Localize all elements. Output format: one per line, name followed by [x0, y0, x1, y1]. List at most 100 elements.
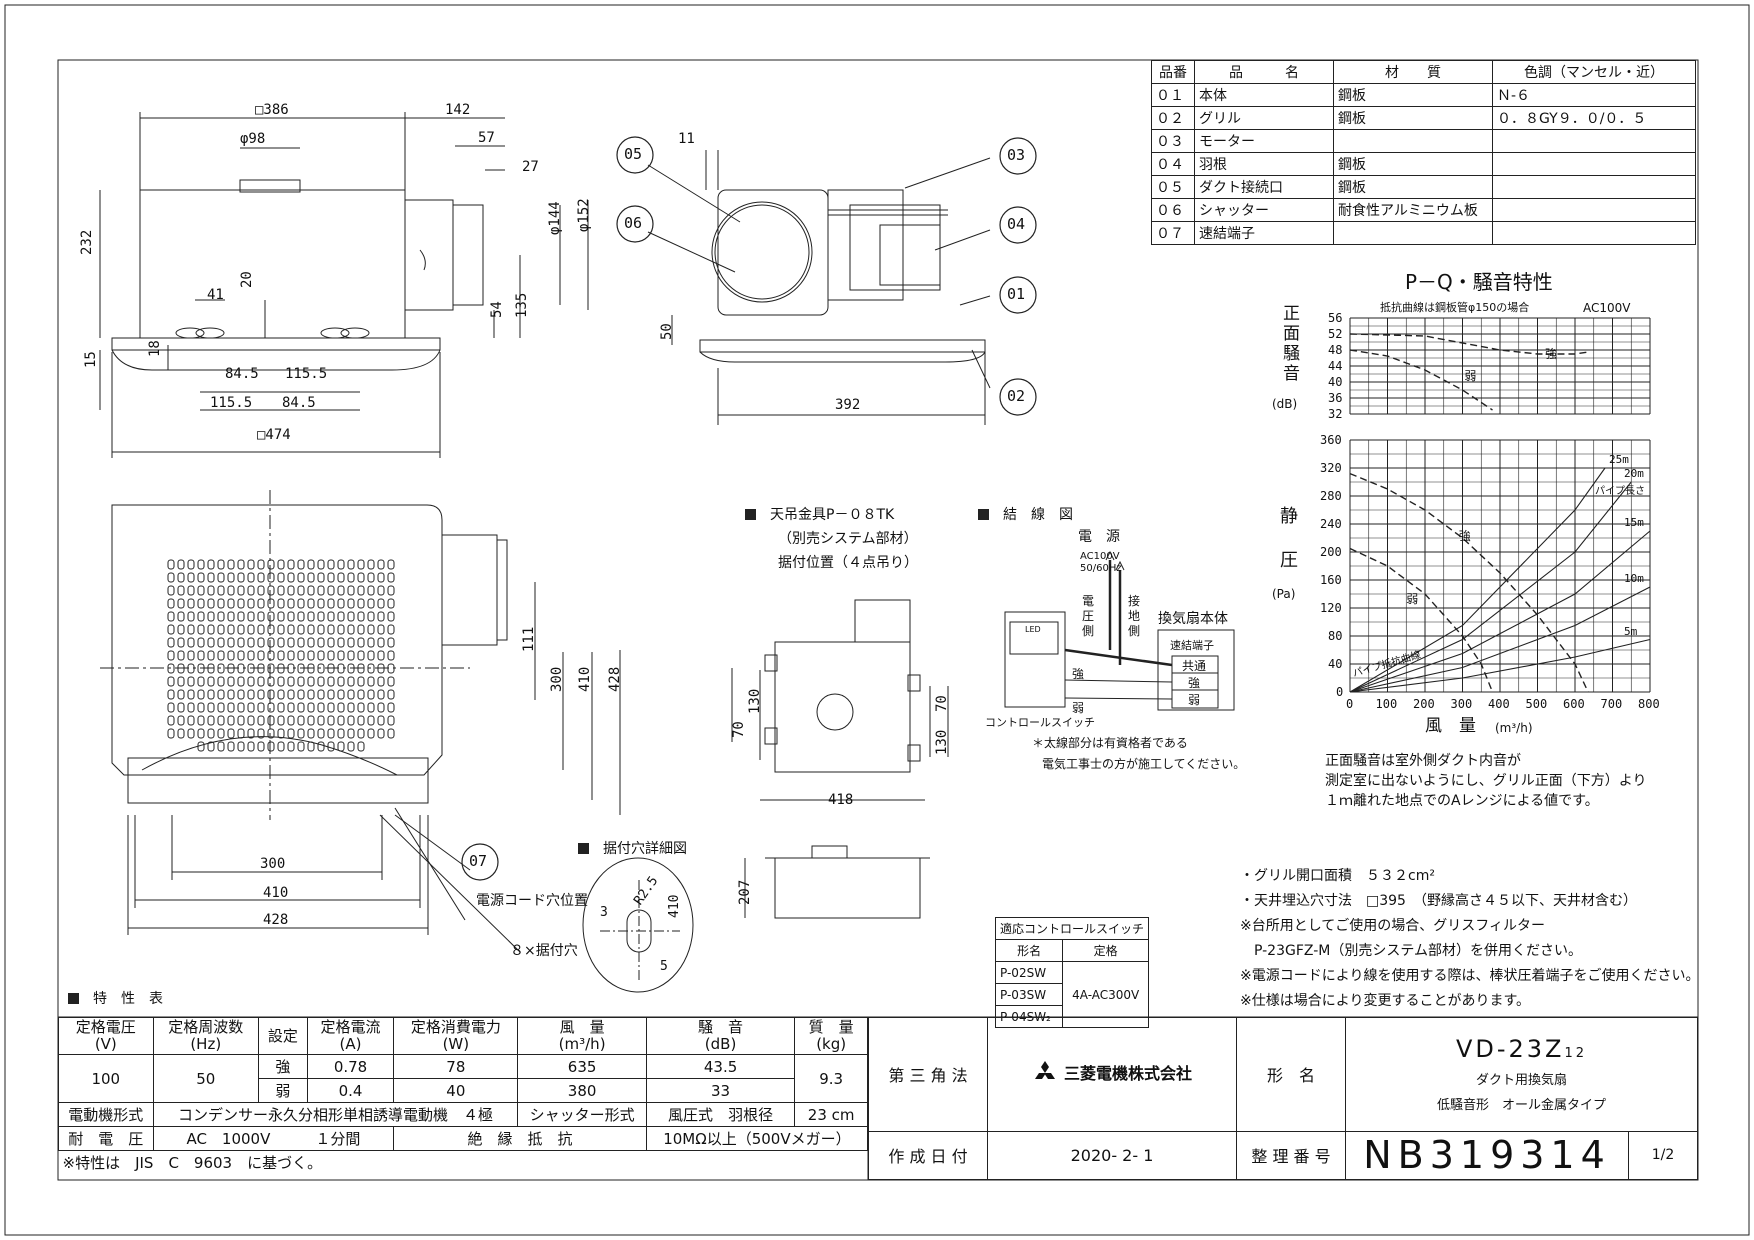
spec-blade-unit: cm	[831, 1105, 855, 1124]
model-desc-2: 低騒音形 オール金属タイプ	[1436, 1098, 1606, 1114]
grille-slot	[347, 676, 355, 687]
grille-slot	[367, 585, 375, 596]
part-name: 速結端子	[1194, 221, 1334, 245]
spec-blade-number: 23	[807, 1105, 827, 1124]
grille-slot	[337, 689, 345, 700]
spec-header-label: 定格周波数	[168, 1018, 244, 1036]
grille-slot	[217, 559, 225, 570]
grille-slot	[187, 572, 195, 583]
wiring-voltage: AC100V	[1080, 551, 1120, 562]
section-marker-icon	[578, 843, 589, 854]
grille-slot	[187, 650, 195, 661]
grille-slot	[287, 559, 295, 570]
grille-slot	[307, 637, 315, 648]
grille-slot	[207, 611, 215, 622]
grille-slot	[267, 676, 275, 687]
grille-slot	[187, 728, 195, 739]
pipe-resistance-curve	[1349, 467, 1606, 693]
grille-slot	[227, 741, 235, 752]
grille-slot	[167, 702, 175, 713]
grille-slot	[357, 637, 365, 648]
spec-title-text: 特 性 表	[93, 991, 163, 1007]
switch-table-title: 適応コントロールスイッチ	[994, 917, 1150, 940]
spec-header-label: 騒 音	[698, 1018, 744, 1036]
projection-label: 第 三 角 法	[868, 1017, 988, 1132]
dim-top-8: 41	[207, 287, 224, 303]
grille-slot	[297, 715, 305, 726]
grille-slot	[297, 559, 305, 570]
hole-detail-title: 据付穴詳細図	[578, 842, 687, 856]
spec-withstand-voltage: AC 1000V	[186, 1130, 271, 1148]
part-material: 鋼板	[1333, 106, 1493, 130]
spec-setting-strong: 強	[257, 1054, 308, 1079]
grille-slot	[377, 702, 385, 713]
noise-curve	[1349, 333, 1589, 355]
grille-slot	[327, 559, 335, 570]
part-material	[1333, 129, 1493, 153]
grille-slot	[217, 741, 225, 752]
dim-top-18: □474	[257, 427, 291, 443]
dim-side-2: 392	[835, 397, 861, 413]
grille-slot	[357, 624, 365, 635]
noise-tick: 48	[1328, 343, 1343, 357]
grille-slot	[307, 650, 315, 661]
spec-header-cell: 騒 音(dB)	[645, 1017, 796, 1055]
grille-slot	[277, 689, 285, 700]
grille-slot	[227, 598, 235, 609]
x-tick: 500	[1525, 697, 1548, 711]
grille-slot	[217, 663, 225, 674]
grille-slot	[287, 585, 295, 596]
grille-slot	[197, 650, 205, 661]
grille-slot	[237, 585, 245, 596]
grille-slot	[187, 663, 195, 674]
wiring-switch-label: コントロールスイッチ	[985, 716, 1095, 729]
grille-slot	[177, 702, 185, 713]
pressure-strong-label: 強	[1458, 528, 1471, 543]
grille-slot	[357, 741, 365, 752]
wiring-weak: 弱	[1188, 693, 1201, 707]
grille-slot	[357, 689, 365, 700]
pressure-axis-char-1: 静	[1280, 506, 1298, 527]
spec-header-label: 定格電流	[320, 1018, 381, 1036]
spec-header-label: 質 量	[808, 1018, 854, 1036]
pressure-tick: 120	[1320, 601, 1342, 615]
grille-slot	[207, 559, 215, 570]
grille-slot	[207, 650, 215, 661]
grille-slot	[247, 715, 255, 726]
pipe-curve-label: 25m	[1609, 453, 1629, 466]
section-marker-icon	[978, 509, 989, 520]
grille-slot	[387, 637, 395, 648]
grille-slot	[277, 715, 285, 726]
grille-slot	[197, 663, 205, 674]
grille-slot	[207, 598, 215, 609]
grille-slot	[187, 702, 195, 713]
grille-slot	[247, 624, 255, 635]
wiring-power: 電 源	[1078, 529, 1120, 545]
part-material	[1333, 221, 1493, 245]
grille-slot	[237, 650, 245, 661]
grille-slot	[287, 598, 295, 609]
spec-header-unit: (V)	[94, 1035, 117, 1053]
grille-slot	[327, 637, 335, 648]
wiring-switch-weak: 弱	[1072, 701, 1085, 715]
header-material: 材 質	[1333, 60, 1493, 84]
grille-slot	[327, 715, 335, 726]
grille-slot	[177, 624, 185, 635]
grille-slot	[387, 663, 395, 674]
dim-hanger-1: 130	[747, 688, 763, 714]
grille-slot	[307, 559, 315, 570]
noise-tick: 40	[1328, 375, 1343, 389]
grille-slot	[177, 676, 185, 687]
grille-slot	[277, 676, 285, 687]
noise-tick: 36	[1328, 391, 1343, 405]
grille-slot	[377, 728, 385, 739]
pipe-curve-label: 10m	[1624, 572, 1644, 585]
grille-slot	[337, 650, 345, 661]
grille-slot	[337, 598, 345, 609]
grille-slot	[367, 650, 375, 661]
dim-bottom-0: 111	[521, 626, 537, 652]
grille-slot	[227, 689, 235, 700]
grille-slot	[167, 689, 175, 700]
switch-table: 適応コントロールスイッチ 形名 定格 P-02SW 4A-AC300V P-03…	[994, 917, 1150, 1028]
